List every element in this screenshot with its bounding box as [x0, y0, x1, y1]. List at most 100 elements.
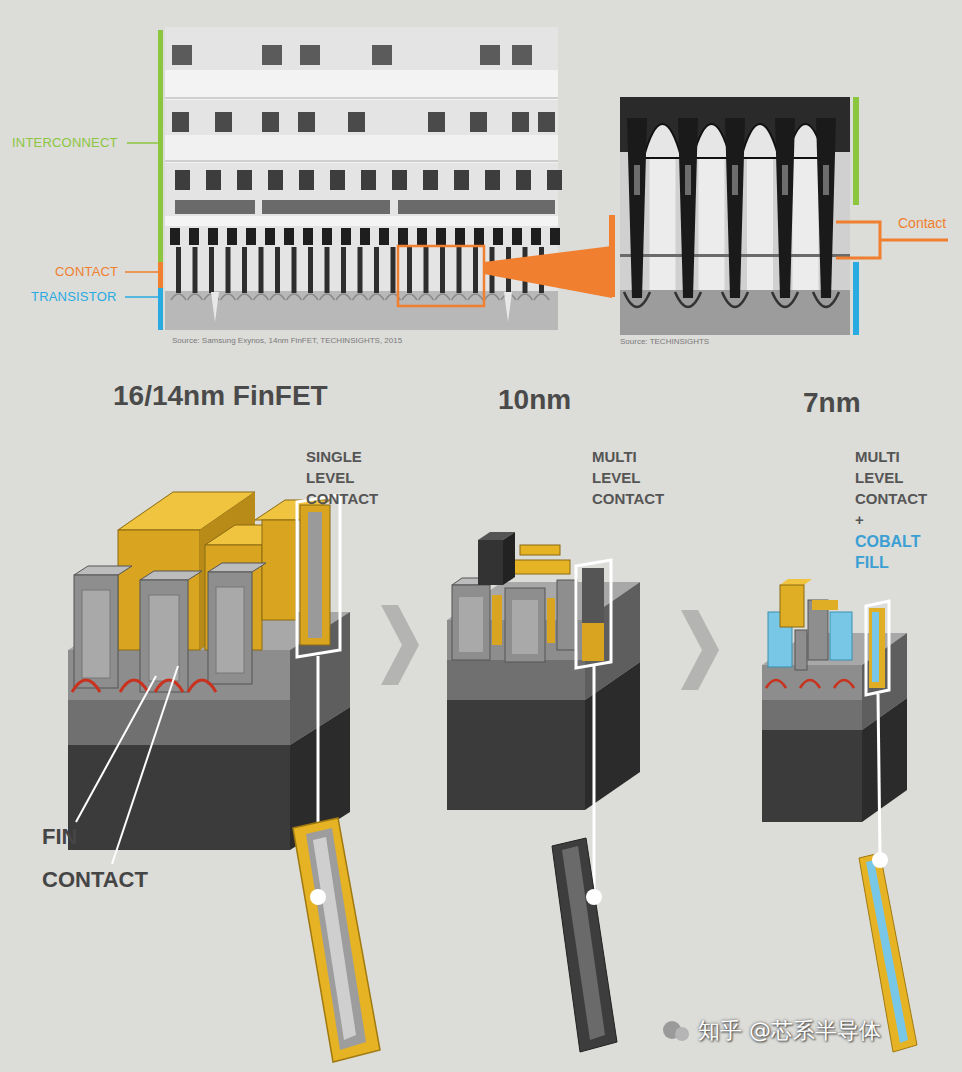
leader-line	[127, 142, 158, 144]
metal-line	[417, 228, 427, 245]
transistor-bar	[158, 288, 163, 330]
metal-line	[262, 112, 279, 132]
metal-line	[512, 45, 532, 65]
contact-piece	[293, 818, 380, 1062]
transistor-bar	[853, 262, 859, 335]
contact-plug	[424, 247, 429, 293]
metal-line	[208, 228, 218, 245]
dielectric-band	[165, 70, 558, 100]
leader-line	[112, 666, 178, 864]
gate-front	[74, 575, 118, 688]
fin-profile	[188, 294, 203, 300]
selection-box	[576, 560, 611, 668]
fin-profile	[518, 294, 533, 300]
contact-front	[478, 540, 503, 585]
metal-line	[493, 228, 503, 245]
gate-front	[557, 580, 577, 650]
fin-profile	[435, 294, 450, 300]
zoom-box	[398, 246, 484, 306]
fin-profile	[320, 294, 335, 300]
fin-profile	[485, 294, 500, 300]
metal-line	[550, 228, 560, 245]
leader-line	[878, 694, 880, 855]
interconnect-bar	[158, 30, 163, 262]
leader-line	[125, 271, 158, 273]
stage-label: COBALT FILL	[855, 531, 933, 573]
metal-line	[303, 228, 313, 245]
tem-image-zoom	[620, 97, 850, 335]
contact-plug	[193, 247, 198, 293]
contact-plug	[407, 247, 412, 293]
metal-line	[379, 228, 389, 245]
contact-bottom	[675, 292, 701, 307]
dielectric-band	[165, 216, 558, 226]
selection-box	[866, 601, 889, 695]
plug-core	[823, 165, 829, 195]
contact-plug	[775, 118, 795, 298]
gate-front	[795, 630, 807, 670]
node-heading: 10nm	[498, 384, 571, 416]
contact-front	[582, 568, 604, 623]
contact-plug	[242, 247, 247, 293]
tem-image-14nm	[165, 27, 562, 330]
metal-line	[215, 112, 232, 132]
gate-inner	[459, 597, 483, 652]
spacer	[793, 150, 819, 290]
metal-bar	[175, 200, 255, 214]
metal-line	[428, 112, 445, 132]
gate-top	[140, 571, 202, 580]
gate-top	[208, 563, 266, 572]
metal-line	[348, 112, 365, 132]
plug-core	[685, 165, 691, 195]
gate-front	[140, 580, 188, 692]
source-note: Source: Samsung Exynos, 14nm FinFET, TEC…	[172, 336, 472, 345]
metal-line	[262, 45, 282, 65]
contact-plug	[176, 247, 181, 293]
arch	[741, 124, 779, 158]
fin-profile	[369, 294, 384, 300]
contact-front	[547, 598, 555, 643]
fin-profile	[221, 294, 236, 300]
metal-line	[246, 228, 256, 245]
contact-front	[262, 520, 296, 620]
isolation-spike	[504, 292, 512, 322]
metal-bar	[398, 200, 555, 214]
block-layer	[762, 700, 862, 730]
contact-piece-core	[313, 837, 356, 1040]
contact-front	[582, 623, 604, 661]
metal-bar	[262, 200, 390, 214]
block-layer	[68, 700, 290, 745]
tem-background	[165, 27, 558, 330]
metal-line	[485, 170, 500, 190]
contact-top	[780, 579, 812, 585]
plug-core	[634, 165, 640, 195]
cobalt-fill	[866, 860, 908, 1043]
contact-piece	[552, 838, 617, 1052]
metal-line	[531, 228, 541, 245]
contact-bottom	[624, 292, 650, 307]
fin-profile	[171, 294, 186, 300]
source-note: Source: TECHINSIGHTS	[620, 337, 820, 346]
finfet-block-10nm	[447, 532, 640, 1052]
spacer	[650, 150, 676, 290]
metal-line	[372, 45, 392, 65]
metal-line	[470, 112, 487, 132]
leader-dot	[310, 889, 326, 905]
part-label: FIN	[42, 824, 77, 850]
metal-line	[265, 228, 275, 245]
metal-line	[172, 45, 192, 65]
block-layer	[68, 745, 290, 850]
contact-plug	[226, 247, 231, 293]
finfet-block-7nm	[762, 579, 917, 1052]
watermark: 知乎 @芯系半导体	[698, 1016, 881, 1046]
contact-top	[812, 600, 838, 610]
contact-plug	[440, 247, 445, 293]
layer-line	[165, 97, 558, 99]
metal-line	[284, 228, 294, 245]
contact-front	[869, 608, 885, 688]
isolation-spike	[211, 292, 219, 322]
metal-line	[330, 170, 345, 190]
metal-line	[227, 228, 237, 245]
plug-core	[782, 165, 788, 195]
fin-profile	[237, 294, 252, 300]
